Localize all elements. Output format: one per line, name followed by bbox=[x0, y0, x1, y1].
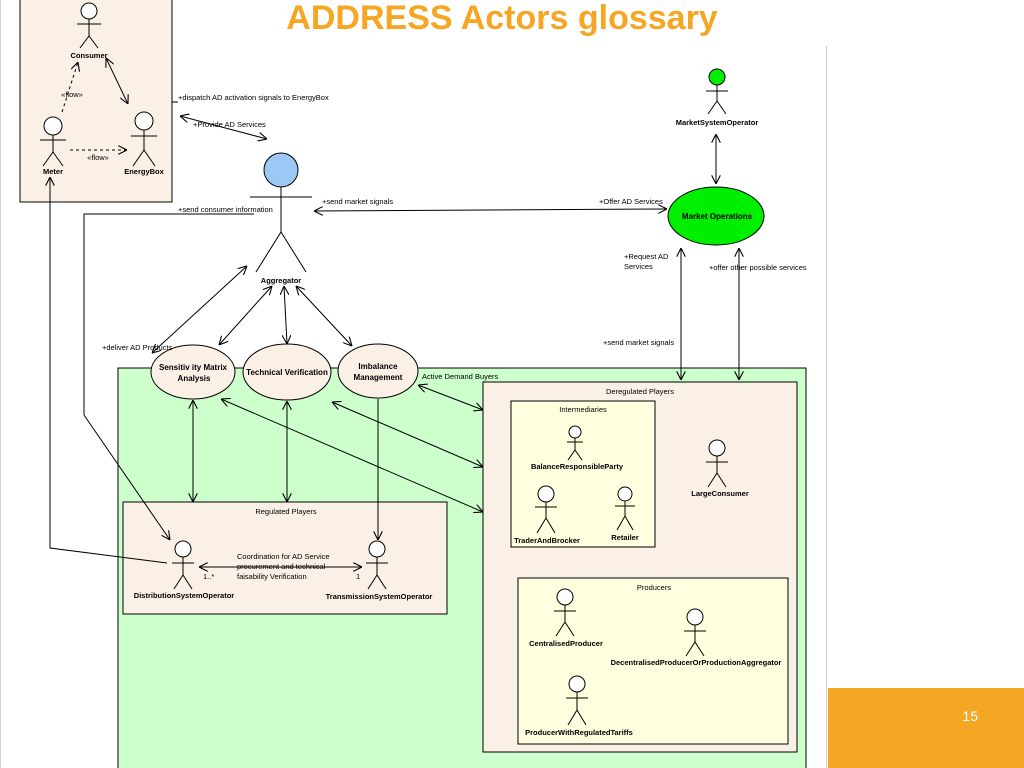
consumer-energybox-link bbox=[106, 58, 128, 104]
aggregator-label: Aggregator bbox=[261, 276, 302, 285]
aggregator-verification-link bbox=[284, 286, 287, 344]
provide-ad-link bbox=[180, 116, 267, 139]
market-system-operator-label: MarketSystemOperator bbox=[676, 118, 759, 127]
offer-other-services-label: +offer other possible services bbox=[709, 263, 807, 272]
consumer-actor bbox=[77, 2, 101, 49]
trader-and-brocker-actor bbox=[535, 485, 557, 534]
decentralised-producer-actor bbox=[684, 608, 706, 657]
large-consumer-label: LargeConsumer bbox=[691, 489, 749, 498]
send-market-signals-mid-label: +send market signals bbox=[603, 338, 674, 347]
active-demand-buyers-label: Active Demand Buyers bbox=[422, 372, 499, 381]
producers-label: Producers bbox=[637, 583, 671, 592]
imbalance-management-label-1: Imbalance bbox=[358, 362, 398, 371]
consumer-info-link bbox=[83, 213, 254, 540]
distribution-system-operator-actor bbox=[172, 540, 194, 590]
offer-ad-services-label: +Offer AD Services bbox=[599, 197, 663, 206]
large-consumer-actor bbox=[706, 439, 728, 488]
deliver-ad-products-label: +deliver AD Products bbox=[102, 343, 172, 352]
slide-left-border bbox=[0, 0, 1, 768]
verification-deregulated-link bbox=[332, 402, 483, 467]
balance-responsible-party-actor bbox=[567, 425, 583, 461]
producer-with-regulated-tariffs-label: ProducerWithRegulatedTariffs bbox=[525, 728, 633, 737]
provide-ad-label: +Provide AD Services bbox=[193, 120, 266, 129]
consumer-premises-frame bbox=[19, 0, 173, 203]
flow-label-energybox: «flow» bbox=[87, 153, 109, 162]
retailer-label: Retailer bbox=[611, 533, 639, 542]
page-number-box: 15 bbox=[828, 688, 1024, 768]
page-number: 15 bbox=[962, 708, 978, 724]
aggregator-imbalance-link bbox=[296, 286, 352, 346]
transmission-system-operator-actor bbox=[366, 540, 388, 590]
slide-title: ADDRESS Actors glossary bbox=[286, 0, 718, 37]
technical-verification-label: Technical Verification bbox=[246, 368, 328, 377]
actors-diagram: Active Demand Buyers Deregulated Players… bbox=[19, 0, 807, 768]
multiplicity-left: 1..* bbox=[203, 572, 214, 581]
request-ad-label-1: +Request AD bbox=[624, 252, 669, 261]
distribution-system-operator-label: DistributionSystemOperator bbox=[134, 591, 235, 600]
meter-consumer-flow bbox=[61, 62, 78, 113]
intermediaries-group bbox=[510, 400, 656, 548]
flow-label-consumer: «flow» bbox=[61, 90, 83, 99]
aggregator-sensitivity-link bbox=[219, 286, 272, 345]
market-operations-label: Market Operations bbox=[682, 212, 753, 221]
regulated-players-group bbox=[122, 501, 448, 615]
imbalance-management-label-2: Management bbox=[354, 373, 403, 382]
deregulated-players-label: Deregulated Players bbox=[606, 387, 674, 396]
coordination-label-2: procurement and technical bbox=[237, 562, 326, 571]
balance-responsible-party-label: BalanceResponsibleParty bbox=[531, 462, 624, 471]
coordination-label-3: faisability Verification bbox=[237, 572, 307, 581]
retailer-actor bbox=[615, 486, 635, 531]
aggregator-actor bbox=[250, 152, 312, 273]
deliver-ad-products-link bbox=[152, 266, 247, 353]
trader-and-brocker-label: TraderAndBrocker bbox=[514, 536, 580, 545]
meter-label: Meter bbox=[43, 167, 63, 176]
energybox-actor bbox=[131, 111, 157, 167]
slide-divider bbox=[826, 46, 827, 768]
market-signals-link bbox=[314, 209, 667, 211]
consumer-label: Consumer bbox=[70, 51, 107, 60]
centralised-producer-actor bbox=[554, 588, 576, 637]
regulated-players-label: Regulated Players bbox=[255, 507, 317, 516]
energybox-label: EnergyBox bbox=[124, 167, 164, 176]
sensitivity-matrix-usecase bbox=[150, 344, 236, 400]
market-system-operator-actor bbox=[706, 68, 728, 115]
multiplicity-right: 1 bbox=[356, 572, 360, 581]
dispatch-label: +dispatch AD activation signals to Energ… bbox=[178, 93, 329, 102]
producers-group bbox=[517, 577, 789, 745]
send-market-signals-top-label: +send market signals bbox=[322, 197, 393, 206]
meter-dso-link bbox=[50, 177, 168, 564]
intermediaries-label: Intermediaries bbox=[559, 405, 607, 414]
market-operations-usecase bbox=[667, 186, 765, 246]
imbalance-management-usecase bbox=[337, 343, 419, 399]
sensitivity-matrix-label-2: Analysis bbox=[178, 374, 211, 383]
sensitivity-matrix-label-1: Sensitiv ity Matrix bbox=[159, 363, 228, 372]
producer-with-regulated-tariffs-actor bbox=[566, 675, 588, 726]
request-ad-label-2: Services bbox=[624, 262, 653, 271]
consumer-info-label: +send consumer information bbox=[178, 205, 273, 214]
decentralised-producer-label: DecentralisedProducerOrProductionAggrega… bbox=[611, 658, 782, 667]
centralised-producer-label: CentralisedProducer bbox=[529, 639, 603, 648]
transmission-system-operator-label: TransmissionSystemOperator bbox=[326, 592, 433, 601]
coordination-label-1: Coordination for AD Service bbox=[237, 552, 330, 561]
imbalance-deregulated-link bbox=[418, 385, 483, 410]
meter-actor bbox=[40, 116, 66, 167]
